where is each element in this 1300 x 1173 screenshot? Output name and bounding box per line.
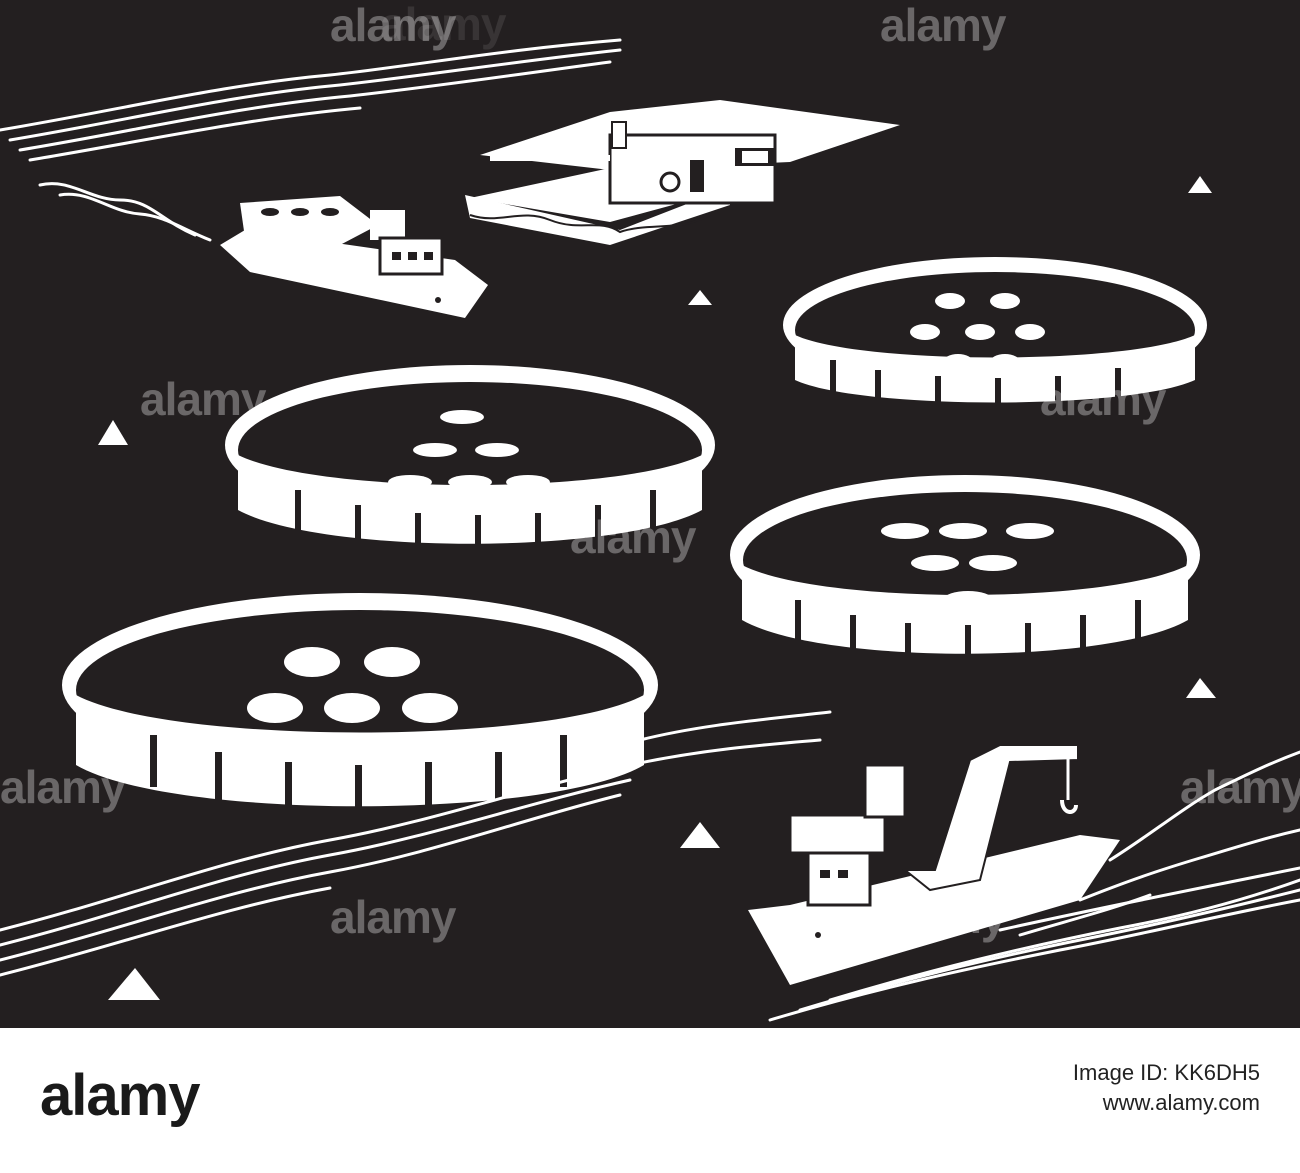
- fishing-boat-with-crane: [748, 744, 1120, 985]
- image-meta: Image ID: KK6DH5 www.alamy.com: [1073, 1060, 1260, 1116]
- site-url: www.alamy.com: [1102, 1090, 1260, 1115]
- fish-cage-4: [62, 593, 658, 817]
- fish-cage-1: [783, 257, 1207, 416]
- image-id-label: Image ID: KK6DH5: [1072, 1060, 1260, 1085]
- waves-bottom: [0, 710, 1300, 1022]
- waves-top: [0, 38, 622, 162]
- fishing-boat-wake: [1018, 750, 1300, 937]
- floating-house: [465, 100, 900, 245]
- small-boat-wake: [38, 182, 212, 242]
- fish-cage-2: [225, 365, 715, 559]
- footer: [0, 1028, 1300, 1173]
- buoys: [98, 176, 1216, 1000]
- small-boat: [220, 196, 488, 318]
- alamy-logo: alamy: [40, 1063, 200, 1128]
- fish-farm-illustration: alamy: [0, 0, 1300, 1028]
- fish-cage-3: [730, 475, 1200, 669]
